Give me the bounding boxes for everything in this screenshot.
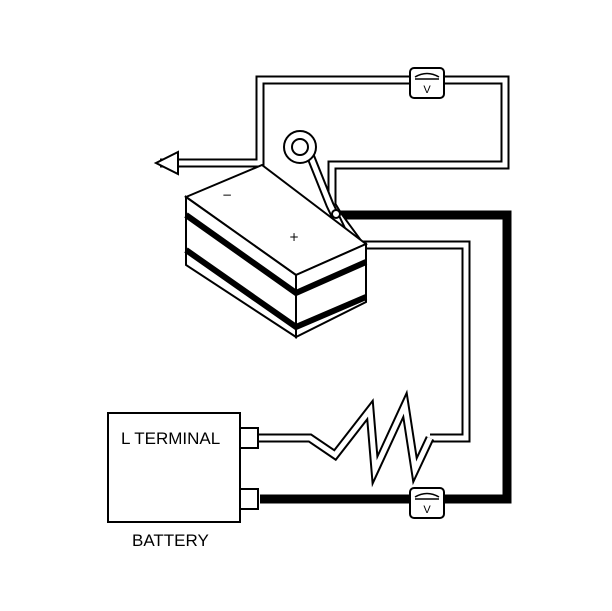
bottom-meter-symbol: V <box>423 504 431 516</box>
top-meter-symbol: V <box>423 84 431 96</box>
bottom-voltmeter <box>409 487 445 519</box>
battery-block <box>183 163 368 339</box>
positive-sign: + <box>289 230 299 244</box>
hatched-ground-wire <box>260 210 512 504</box>
junction-dot <box>331 209 341 219</box>
generator-box <box>107 412 259 523</box>
negative-sign: − <box>222 188 232 202</box>
battery-label: BATTERY <box>132 531 209 550</box>
top-voltmeter <box>409 67 445 99</box>
arrow-head <box>153 150 179 176</box>
l-terminal-label: L TERMINAL <box>121 429 220 448</box>
